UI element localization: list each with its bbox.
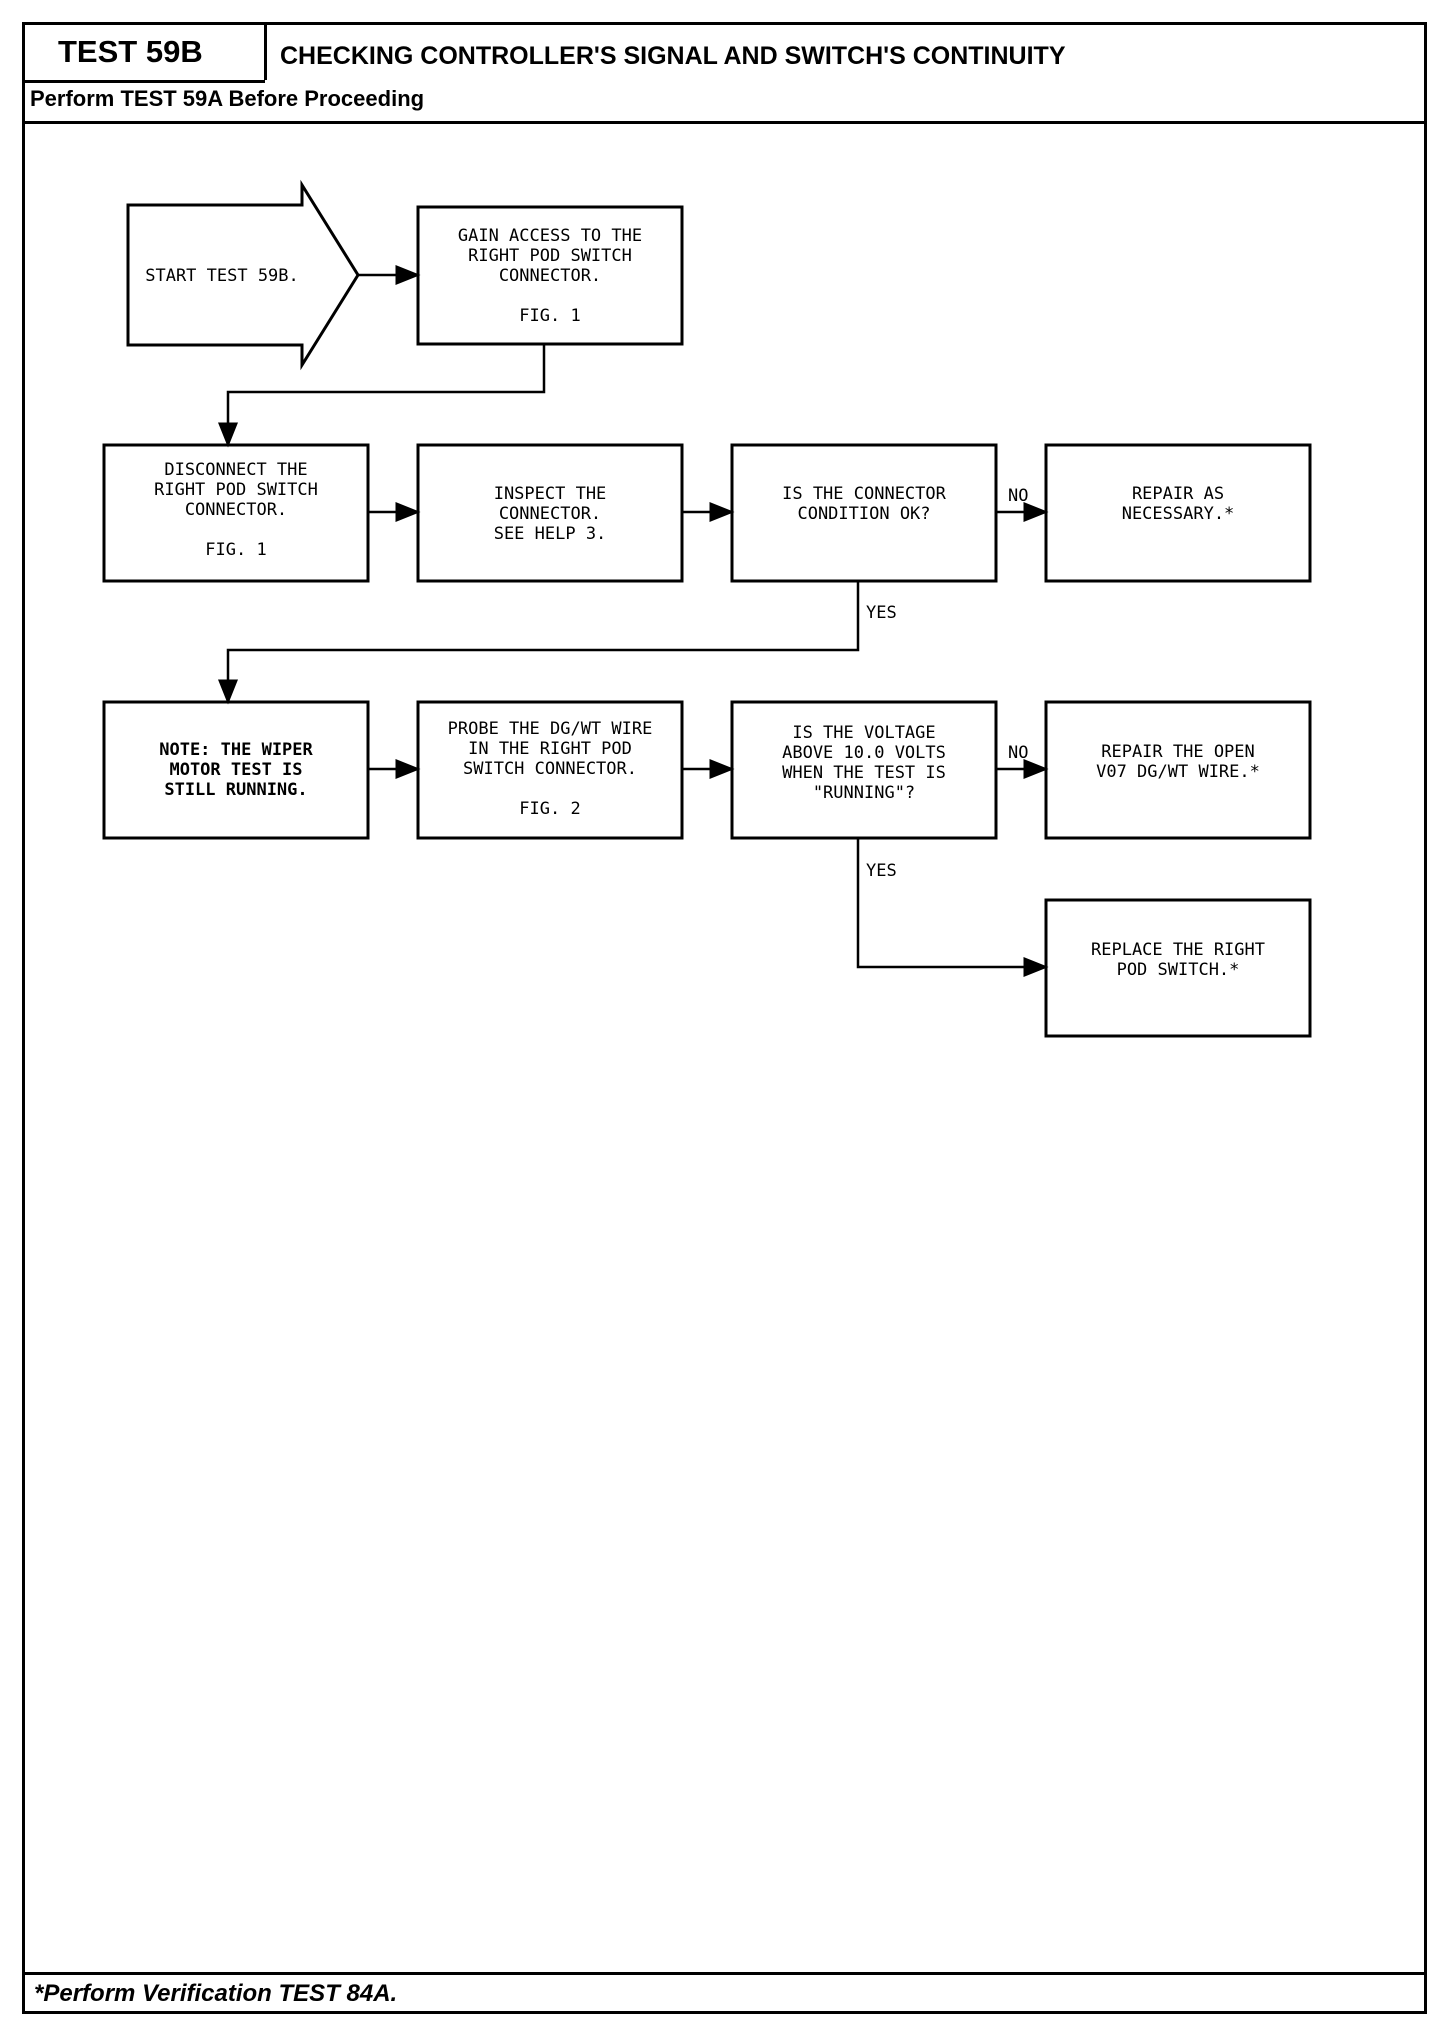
footer-rule xyxy=(24,1972,1425,1975)
voltage-line-3: WHEN THE TEST IS xyxy=(782,763,946,783)
condition-no-label: NO xyxy=(1008,486,1028,506)
test-id-divider xyxy=(264,24,267,80)
access-line-2: RIGHT POD SWITCH xyxy=(468,246,632,266)
access-line-1: GAIN ACCESS TO THE xyxy=(458,226,642,246)
voltage-line-4: "RUNNING"? xyxy=(813,783,915,803)
probe-fig: FIG. 2 xyxy=(519,799,580,819)
footer-note: *Perform Verification TEST 84A. xyxy=(34,1980,398,2007)
probe-step-box xyxy=(416,700,684,840)
start-arrow xyxy=(126,179,360,371)
disconnect-line-3: CONNECTOR. xyxy=(185,500,287,520)
repair-open-line-2: V07 DG/WT WIRE.* xyxy=(1096,762,1260,782)
condition-line-2: CONDITION OK? xyxy=(797,504,930,524)
note-line-3: STILL RUNNING. xyxy=(164,780,307,800)
repair-necessary-line-2: NECESSARY.* xyxy=(1122,504,1235,524)
probe-line-3: SWITCH CONNECTOR. xyxy=(463,759,637,779)
connector-voltage-yes xyxy=(856,838,1049,977)
replace-line-1: REPLACE THE RIGHT xyxy=(1091,940,1265,960)
test-id: TEST 59B xyxy=(58,34,203,69)
access-step-box xyxy=(416,205,684,346)
disconnect-line-1: DISCONNECT THE xyxy=(164,460,307,480)
connector-access-to-disconnect xyxy=(218,344,546,448)
repair-necessary-box xyxy=(1044,443,1312,583)
repair-open-box xyxy=(1044,700,1312,840)
header-bottom-rule xyxy=(24,121,1425,124)
repair-necessary-line-1: REPAIR AS xyxy=(1132,484,1224,504)
voltage-line-2: ABOVE 10.0 VOLTS xyxy=(782,743,946,763)
condition-line-1: IS THE CONNECTOR xyxy=(782,484,947,504)
note-box xyxy=(102,700,370,840)
inspect-line-2: CONNECTOR. xyxy=(499,504,601,524)
prerequisite-note: Perform TEST 59A Before Proceeding xyxy=(30,86,425,111)
replace-line-2: POD SWITCH.* xyxy=(1117,960,1240,980)
page-title: CHECKING CONTROLLER'S SIGNAL AND SWITCH'… xyxy=(280,42,1066,70)
access-fig: FIG. 1 xyxy=(519,306,580,326)
probe-line-1: PROBE THE DG/WT WIRE xyxy=(448,719,653,739)
page-frame xyxy=(22,22,1427,2014)
repair-open-line-1: REPAIR THE OPEN xyxy=(1101,742,1255,762)
connector-condition-yes xyxy=(218,581,860,705)
voltage-line-1: IS THE VOLTAGE xyxy=(792,723,935,743)
voltage-no-label: NO xyxy=(1008,743,1028,763)
note-line-2: MOTOR TEST IS xyxy=(169,760,302,780)
voltage-question-box xyxy=(730,700,998,840)
inspect-step-box xyxy=(416,443,684,583)
probe-line-2: IN THE RIGHT POD xyxy=(468,739,632,759)
disconnect-line-2: RIGHT POD SWITCH xyxy=(154,480,318,500)
access-line-3: CONNECTOR. xyxy=(499,266,601,286)
condition-yes-label: YES xyxy=(866,603,897,623)
disconnect-fig: FIG. 1 xyxy=(205,540,266,560)
header-rule xyxy=(24,80,265,83)
inspect-line-1: INSPECT THE xyxy=(494,484,607,504)
voltage-yes-label: YES xyxy=(866,861,897,881)
start-label: START TEST 59B. xyxy=(145,266,299,286)
note-line-1: NOTE: THE WIPER xyxy=(159,740,313,760)
inspect-line-3: SEE HELP 3. xyxy=(494,524,607,544)
